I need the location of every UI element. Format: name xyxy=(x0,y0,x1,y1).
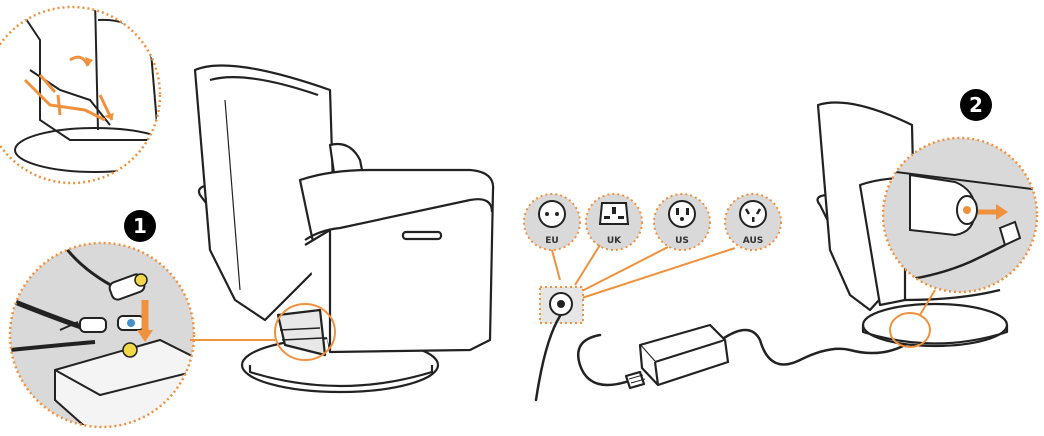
detail-circle-lever xyxy=(0,0,175,183)
plug-label-aus: AUS xyxy=(743,236,763,246)
plug-label-eu: EU xyxy=(545,236,558,246)
power-adapter xyxy=(626,325,728,388)
plug-types: EU UK US AUS xyxy=(524,194,781,250)
step-1-badge: 1 xyxy=(124,210,156,242)
step-2-number: 2 xyxy=(969,93,983,117)
step-1-number: 1 xyxy=(133,214,147,238)
uk-socket-icon: UK xyxy=(586,194,642,250)
wall-socket xyxy=(540,287,583,323)
plug-label-us: US xyxy=(675,236,689,246)
us-socket-icon: US xyxy=(654,194,710,250)
recliner-chair xyxy=(195,66,493,393)
aus-socket-icon: AUS xyxy=(725,194,781,250)
eu-socket-icon: EU xyxy=(524,194,580,250)
plug-label-uk: UK xyxy=(607,236,622,246)
step-2-badge: 2 xyxy=(960,89,992,121)
detail-circle-connector xyxy=(10,240,200,436)
